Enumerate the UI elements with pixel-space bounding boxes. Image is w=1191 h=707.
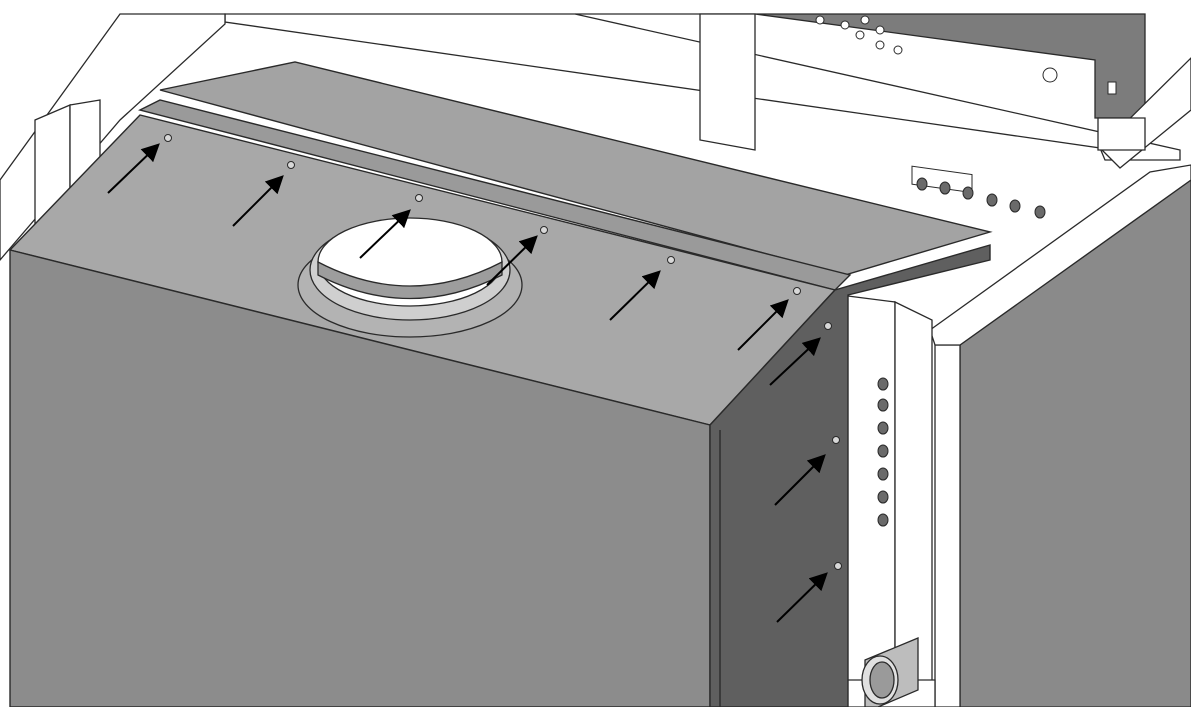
pipe-inner: [869, 661, 895, 699]
screw-icon: [415, 194, 423, 202]
arrow-icon: [359, 209, 411, 259]
screw-icon: [540, 226, 548, 234]
screw-icon: [834, 562, 842, 570]
hole: [875, 40, 885, 50]
hole: [855, 30, 865, 40]
hole: [1034, 205, 1046, 219]
screw-icon: [667, 256, 675, 264]
frame-hole-row: [916, 177, 1046, 219]
screw-icon: [287, 161, 295, 169]
arrow-icon: [737, 299, 789, 351]
screw-group: [164, 134, 842, 570]
hole: [877, 467, 889, 481]
hole: [815, 15, 825, 25]
arrow-icon: [776, 572, 828, 623]
hole: [1009, 199, 1021, 213]
collar-inner-wall: [317, 260, 503, 300]
hole: [916, 177, 928, 191]
callout-arrows: [107, 143, 828, 623]
hole: [877, 398, 889, 412]
right-post-side: [894, 300, 933, 707]
arrow-icon: [609, 270, 661, 321]
hole: [860, 15, 870, 25]
cover-assembly: [8, 61, 993, 707]
screw-icon: [793, 287, 801, 295]
hole: [986, 193, 998, 207]
hole: [875, 25, 885, 35]
hole: [877, 490, 889, 504]
pipe: [861, 637, 919, 707]
hole: [877, 444, 889, 458]
arrow-icon: [774, 454, 826, 506]
hole: [877, 513, 889, 527]
hole: [877, 377, 889, 391]
arrow-icon: [232, 175, 284, 227]
rect-cutout: [1107, 81, 1117, 95]
post-holes: [877, 377, 889, 527]
hole: [877, 421, 889, 435]
right-side-lip: [934, 344, 961, 707]
cover-front-face: [9, 249, 711, 707]
cover-rail: [138, 99, 852, 291]
hole: [939, 181, 951, 195]
hole: [962, 186, 974, 200]
screw-icon: [164, 134, 172, 142]
cover-top-plate: [159, 61, 993, 276]
back-post: [699, 13, 756, 151]
duct-collar: [297, 217, 523, 338]
arrow-icon: [486, 235, 538, 286]
arrow-icon: [107, 143, 160, 194]
right-top-cap: [929, 164, 1191, 346]
screw-icon: [832, 436, 840, 444]
back-block: [1097, 117, 1146, 151]
hole: [840, 20, 850, 30]
arrow-icon: [769, 337, 821, 386]
hole: [1042, 67, 1058, 83]
cover-side-face: [709, 244, 991, 707]
hole: [893, 45, 903, 55]
screw-icon: [824, 322, 832, 330]
